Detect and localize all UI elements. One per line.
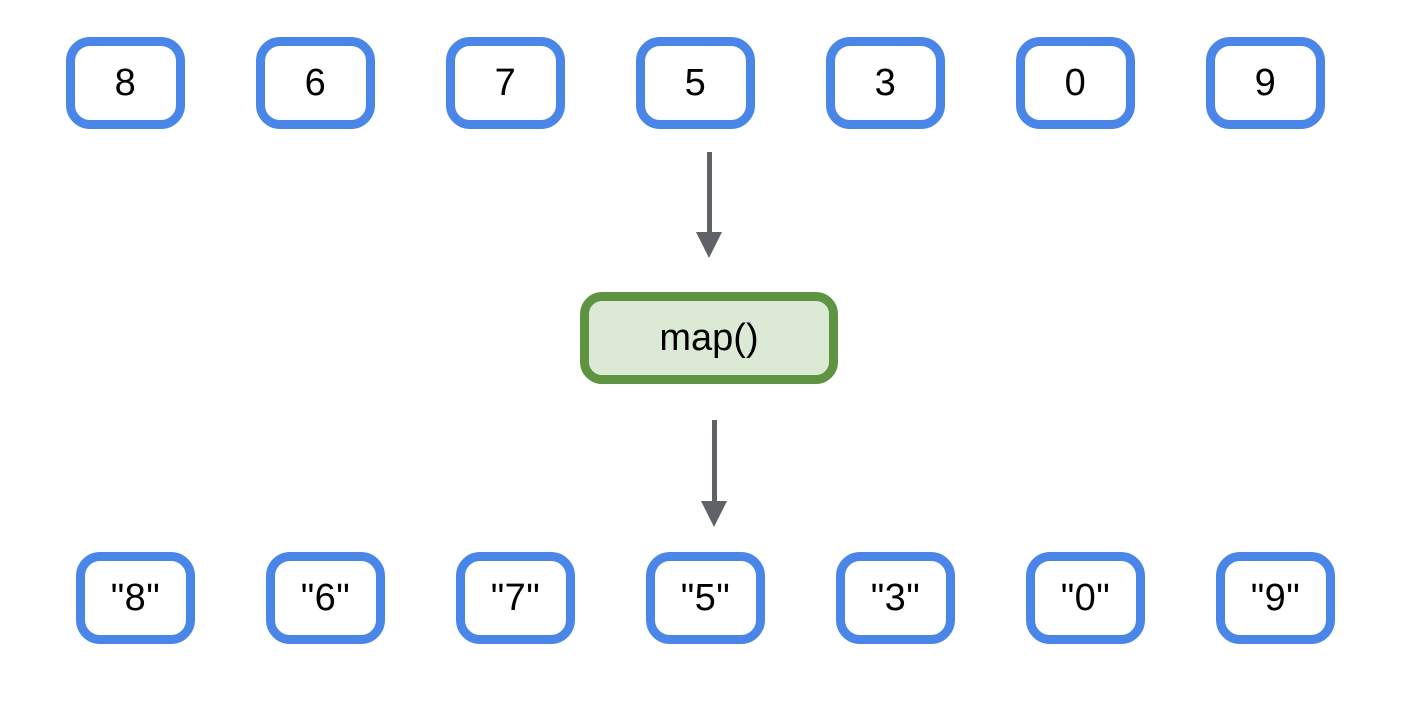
input-cell: 0: [1016, 37, 1135, 129]
input-cell: 6: [256, 37, 375, 129]
output-row: "8" "6" "7" "5" "3" "0" "9": [0, 552, 1335, 644]
output-cell: "3": [836, 552, 955, 644]
input-cell: 9: [1206, 37, 1325, 129]
input-cell: 7: [446, 37, 565, 129]
output-cell: "7": [456, 552, 575, 644]
output-cell: "6": [266, 552, 385, 644]
function-box: map(): [580, 292, 838, 384]
arrow-down-icon: [696, 232, 722, 258]
output-cell: "8": [76, 552, 195, 644]
output-cell: "9": [1216, 552, 1335, 644]
arrow-input-to-map: [696, 152, 722, 258]
output-cell: "0": [1026, 552, 1145, 644]
output-cell: "5": [646, 552, 765, 644]
arrow-shaft: [711, 420, 717, 501]
input-cell: 5: [636, 37, 755, 129]
arrow-map-to-output: [701, 420, 727, 527]
arrow-down-icon: [701, 501, 727, 527]
input-cell: 3: [826, 37, 945, 129]
input-cell: 8: [66, 37, 185, 129]
input-row: 8 6 7 5 3 0 9: [0, 37, 1325, 129]
arrow-shaft: [706, 152, 712, 232]
